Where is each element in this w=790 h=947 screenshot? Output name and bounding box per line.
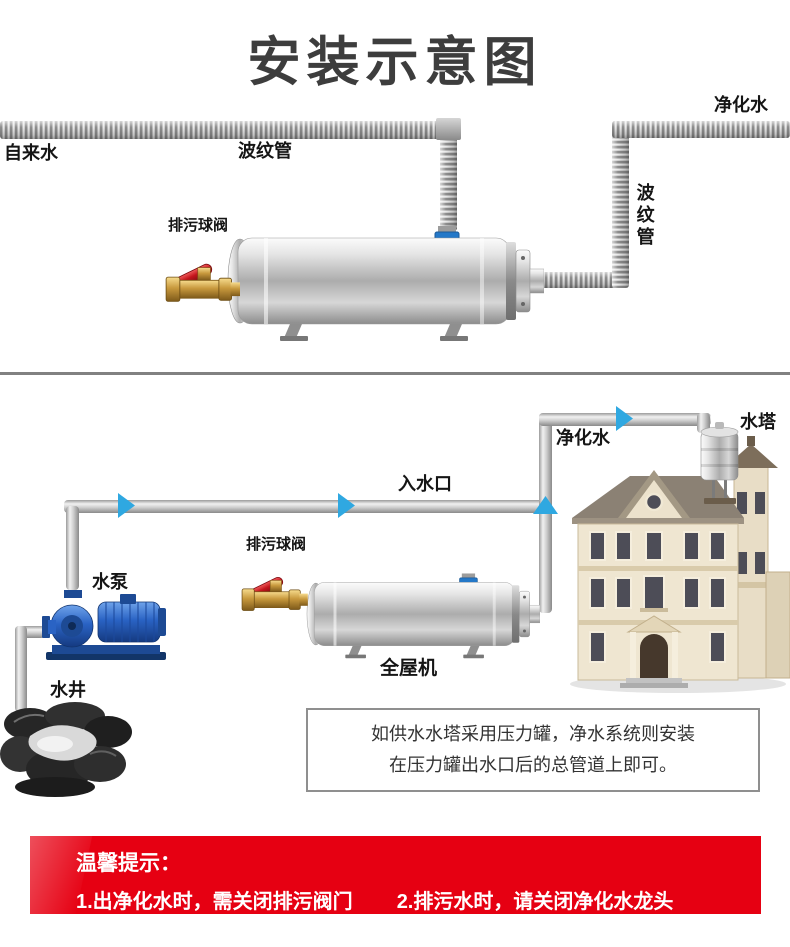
tips-item-1: 1.出净化水时，需关闭排污阀门: [76, 891, 353, 913]
tips-banner: 温馨提示： 1.出净化水时，需关闭排污阀门 2.排污水时，请关闭净化水龙头: [30, 836, 761, 914]
water-well-icon: [0, 702, 132, 797]
label-corrugated-pipe: 波纹管: [238, 141, 292, 161]
house-illustration: [570, 436, 790, 693]
tips-items: 1.出净化水时，需关闭排污阀门 2.排污水时，请关闭净化水龙头: [76, 885, 743, 914]
filter-unit-icon: [227, 226, 544, 341]
label-drain-valve-top: 排污球阀: [168, 217, 229, 234]
water-pump-icon: [42, 590, 166, 660]
label-water-inlet: 入水口: [398, 474, 452, 494]
section-divider: [0, 372, 790, 375]
corrugated-pipe-inlet-horizontal: [0, 121, 456, 139]
label-drain-valve-bottom: 排污球阀: [246, 536, 307, 553]
pipe-tower-drop: [697, 413, 710, 433]
label-corrugated-pipe-vertical: 波纹管: [634, 183, 655, 249]
note-line-2: 在压力罐出水口后的总管道上即可。: [389, 755, 677, 775]
tips-title: 温馨提示：: [76, 852, 181, 875]
whole-house-filter-icon: [306, 573, 540, 659]
note-box: 如供水水塔采用压力罐，净水系统则安装 在压力罐出水口后的总管道上即可。: [306, 708, 760, 792]
note-line-1: 如供水水塔采用压力罐，净水系统则安装: [371, 723, 695, 744]
corrugated-pipe-outlet-short: [540, 272, 620, 288]
pipe-main-horizontal: [64, 500, 552, 513]
label-water-well: 水井: [50, 680, 86, 700]
label-tap-water: 自来水: [4, 143, 58, 163]
pipe-well-suction-vertical: [15, 626, 27, 712]
flow-arrow-right-1: [118, 493, 135, 518]
label-purified-water-bottom: 净化水: [556, 428, 610, 448]
flow-arrow-right-3: [616, 406, 633, 431]
label-purified-water-top: 净化水: [714, 95, 768, 115]
label-water-tower: 水塔: [740, 412, 776, 432]
corrugated-pipe-outlet-riser: [612, 121, 629, 288]
label-water-pump: 水泵: [92, 572, 128, 592]
water-tower-icon: [700, 422, 739, 504]
label-whole-house-machine: 全屋机: [380, 658, 438, 679]
pipe-tee-joint: [436, 118, 461, 140]
corrugated-pipe-outlet-top: [612, 121, 790, 138]
drain-ball-valve-icon: [165, 263, 240, 302]
corrugated-pipe-inlet-drop: [440, 123, 457, 231]
pipe-pump-riser: [66, 506, 79, 590]
page-title: 安装示意图: [247, 33, 543, 92]
tips-item-2: 2.排污水时，请关闭净化水龙头: [396, 891, 674, 913]
flow-arrow-right-2: [338, 493, 355, 518]
drain-ball-valve-icon-bottom: [241, 577, 308, 611]
